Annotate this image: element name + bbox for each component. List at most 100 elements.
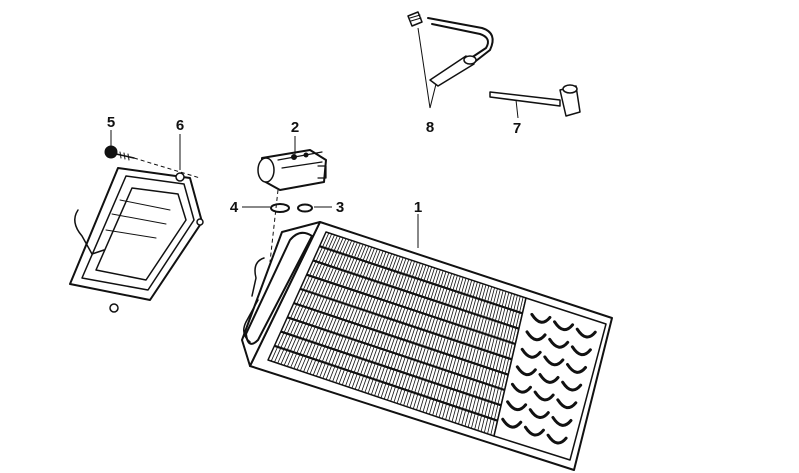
- fin-line: [338, 252, 390, 385]
- fin-line: [270, 232, 330, 362]
- part-2-valve[interactable]: [257, 149, 327, 191]
- fin-line: [412, 274, 455, 409]
- fin-line: [367, 261, 415, 394]
- tube-bend: [546, 433, 568, 445]
- fin-line: [325, 248, 378, 380]
- tube-bend: [538, 373, 560, 384]
- part-8-sensor-tube[interactable]: [407, 11, 494, 87]
- fin-line: [477, 293, 513, 431]
- fin-line: [358, 258, 407, 391]
- fin-line: [454, 286, 493, 424]
- tube-bend: [515, 365, 537, 377]
- fin-line: [422, 277, 464, 413]
- tube-bend: [528, 408, 550, 419]
- fin-line: [370, 262, 418, 395]
- tube-bend: [553, 320, 575, 332]
- tube-bend: [575, 327, 597, 339]
- fin-line: [393, 268, 438, 403]
- fin-line: [403, 271, 447, 406]
- fin-line: [429, 279, 470, 415]
- fin-line: [425, 278, 467, 414]
- tube-bend: [566, 363, 588, 374]
- fin-line: [351, 256, 401, 389]
- tube-row: [293, 302, 509, 376]
- part-4-o-ring[interactable]: [270, 203, 290, 213]
- part-6-housing[interactable]: [69, 167, 204, 313]
- fin-line: [387, 266, 433, 401]
- fin-line: [458, 287, 495, 425]
- fin-line: [293, 239, 350, 369]
- fin-line: [303, 242, 358, 373]
- tube-row: [319, 245, 523, 315]
- fin-line: [416, 275, 458, 411]
- evaporator-tube-bends: [501, 312, 597, 445]
- tube-bend: [570, 345, 592, 357]
- fin-line: [316, 245, 370, 377]
- callout-5: 5: [107, 114, 115, 131]
- fin-line: [361, 259, 410, 392]
- dash-2-1: [269, 189, 279, 263]
- fin-line: [299, 241, 355, 372]
- tube-bend: [530, 312, 552, 324]
- fin-line: [332, 250, 384, 382]
- fin-line: [390, 267, 435, 402]
- fin-line: [396, 269, 441, 404]
- fin-line: [277, 234, 335, 364]
- part-3-o-ring[interactable]: [297, 203, 313, 213]
- fin-line: [377, 263, 424, 398]
- fin-line: [467, 290, 504, 428]
- fin-line: [399, 270, 444, 405]
- tube-bend: [561, 380, 583, 392]
- fin-line: [374, 262, 421, 396]
- fin-line: [341, 253, 393, 386]
- fin-line: [419, 276, 461, 412]
- leader-8b: [429, 83, 437, 109]
- leader-7: [515, 99, 519, 119]
- fin-line: [364, 260, 413, 393]
- tube-bend: [506, 400, 528, 412]
- fin-line: [322, 247, 375, 379]
- fin-line: [335, 251, 387, 383]
- fin-line: [283, 236, 341, 366]
- tube-row: [312, 259, 520, 330]
- fin-line: [319, 246, 373, 378]
- fin-line: [406, 272, 450, 407]
- tube-bend: [556, 398, 578, 410]
- fin-line: [438, 281, 478, 418]
- tube-bend: [520, 347, 542, 359]
- tube-row: [286, 316, 506, 392]
- callout-7: 7: [513, 120, 521, 137]
- part-7-tool[interactable]: [489, 84, 581, 117]
- tube-bend: [533, 390, 555, 402]
- callout-8: 8: [426, 119, 434, 136]
- tube-bend: [510, 382, 532, 394]
- fin-line: [451, 285, 490, 422]
- fin-line: [380, 264, 427, 399]
- fin-line: [490, 296, 524, 436]
- part-5-screw[interactable]: [104, 145, 135, 161]
- fin-line: [464, 289, 501, 427]
- fin-line: [280, 235, 338, 365]
- leader-8a: [417, 27, 431, 109]
- tube-bend: [523, 425, 545, 437]
- fin-line: [441, 282, 481, 419]
- fin-line: [435, 280, 475, 417]
- fin-line: [345, 254, 395, 387]
- tube-bend: [548, 337, 570, 349]
- fin-line: [354, 257, 404, 390]
- fin-line: [409, 273, 453, 408]
- fin-line: [480, 294, 515, 432]
- fin-line: [474, 292, 510, 430]
- tube-row: [306, 273, 516, 346]
- tube-bend: [525, 330, 547, 342]
- tube-bend: [543, 355, 565, 367]
- fin-line: [383, 265, 430, 400]
- callout-2: 2: [291, 119, 299, 136]
- evaporator-fins: [270, 232, 524, 436]
- callout-6: 6: [176, 117, 184, 134]
- callout-4: 4: [230, 199, 239, 216]
- dash-5-6: [133, 157, 201, 179]
- fin-line: [312, 245, 367, 376]
- fin-line: [306, 243, 361, 374]
